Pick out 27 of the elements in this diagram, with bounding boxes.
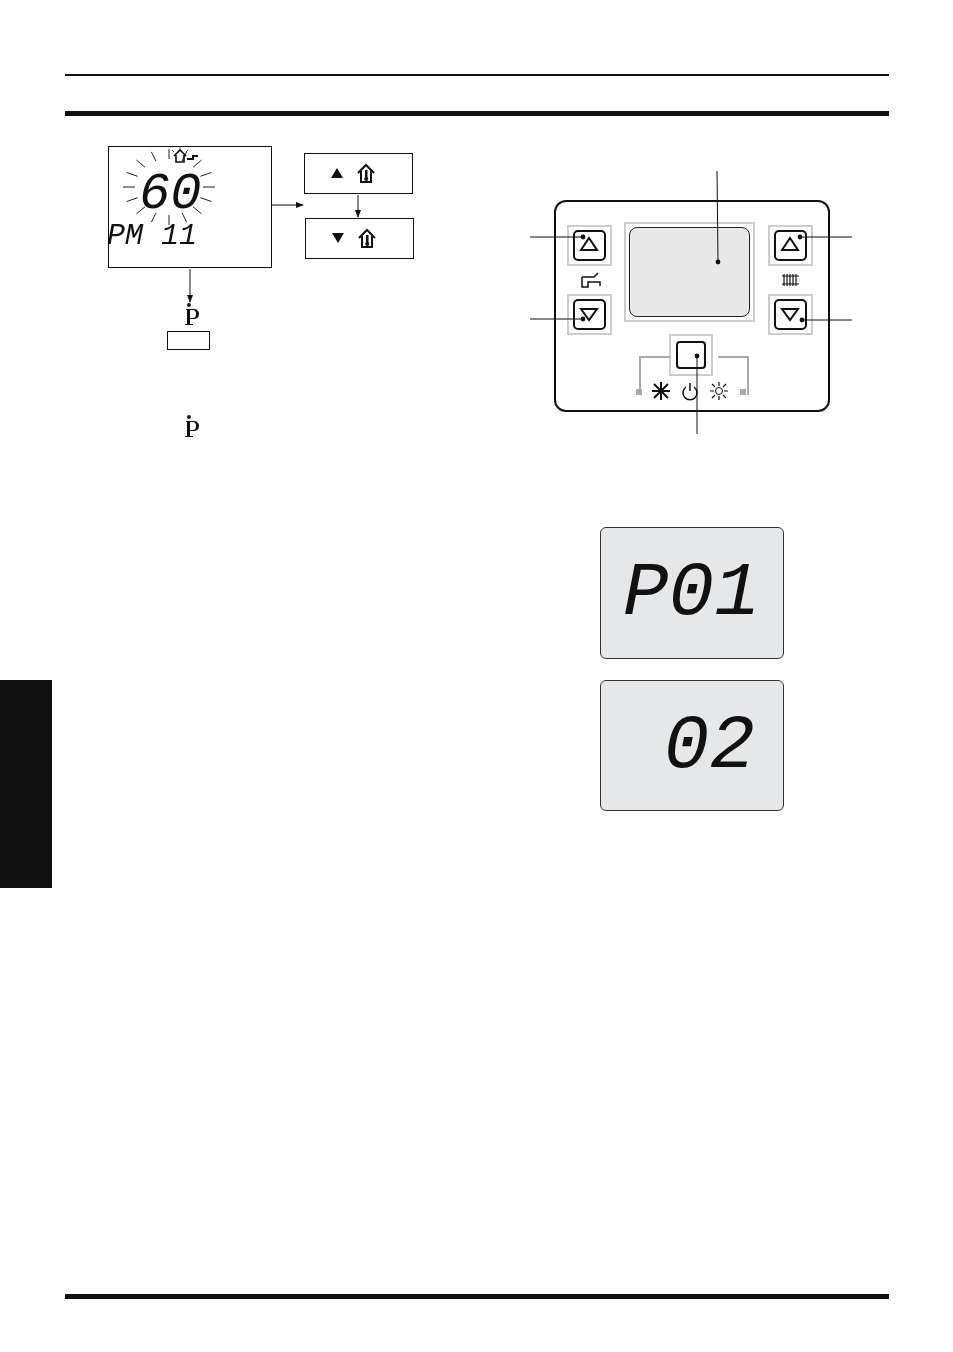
step-box (305, 218, 414, 259)
lcd-digits: 02 (663, 709, 755, 785)
arrow (187, 268, 193, 303)
lcd-digits: P01 (623, 556, 760, 632)
lcd-display (108, 146, 272, 268)
arrow-button (768, 225, 813, 266)
mode-button (669, 334, 713, 376)
lcd-display (600, 680, 784, 811)
lcd-display (600, 527, 784, 659)
control-panel (554, 200, 830, 412)
lcd-digits: 60 (139, 169, 202, 221)
step-box (304, 153, 413, 194)
leader-line (529, 234, 586, 240)
arrow (355, 194, 361, 218)
arrow-button (567, 294, 612, 335)
leader-line (799, 317, 853, 323)
leader-line (715, 170, 721, 265)
lcd-digits: PM 11 (107, 221, 197, 251)
side-tab (0, 680, 52, 888)
arrow (271, 202, 304, 208)
leader-line (694, 353, 700, 435)
info-icon (182, 303, 200, 326)
arrow-button (567, 225, 612, 266)
leader-line (797, 234, 853, 240)
empty-box (167, 331, 210, 350)
arrow-button (768, 294, 813, 335)
leader-line (529, 316, 586, 322)
